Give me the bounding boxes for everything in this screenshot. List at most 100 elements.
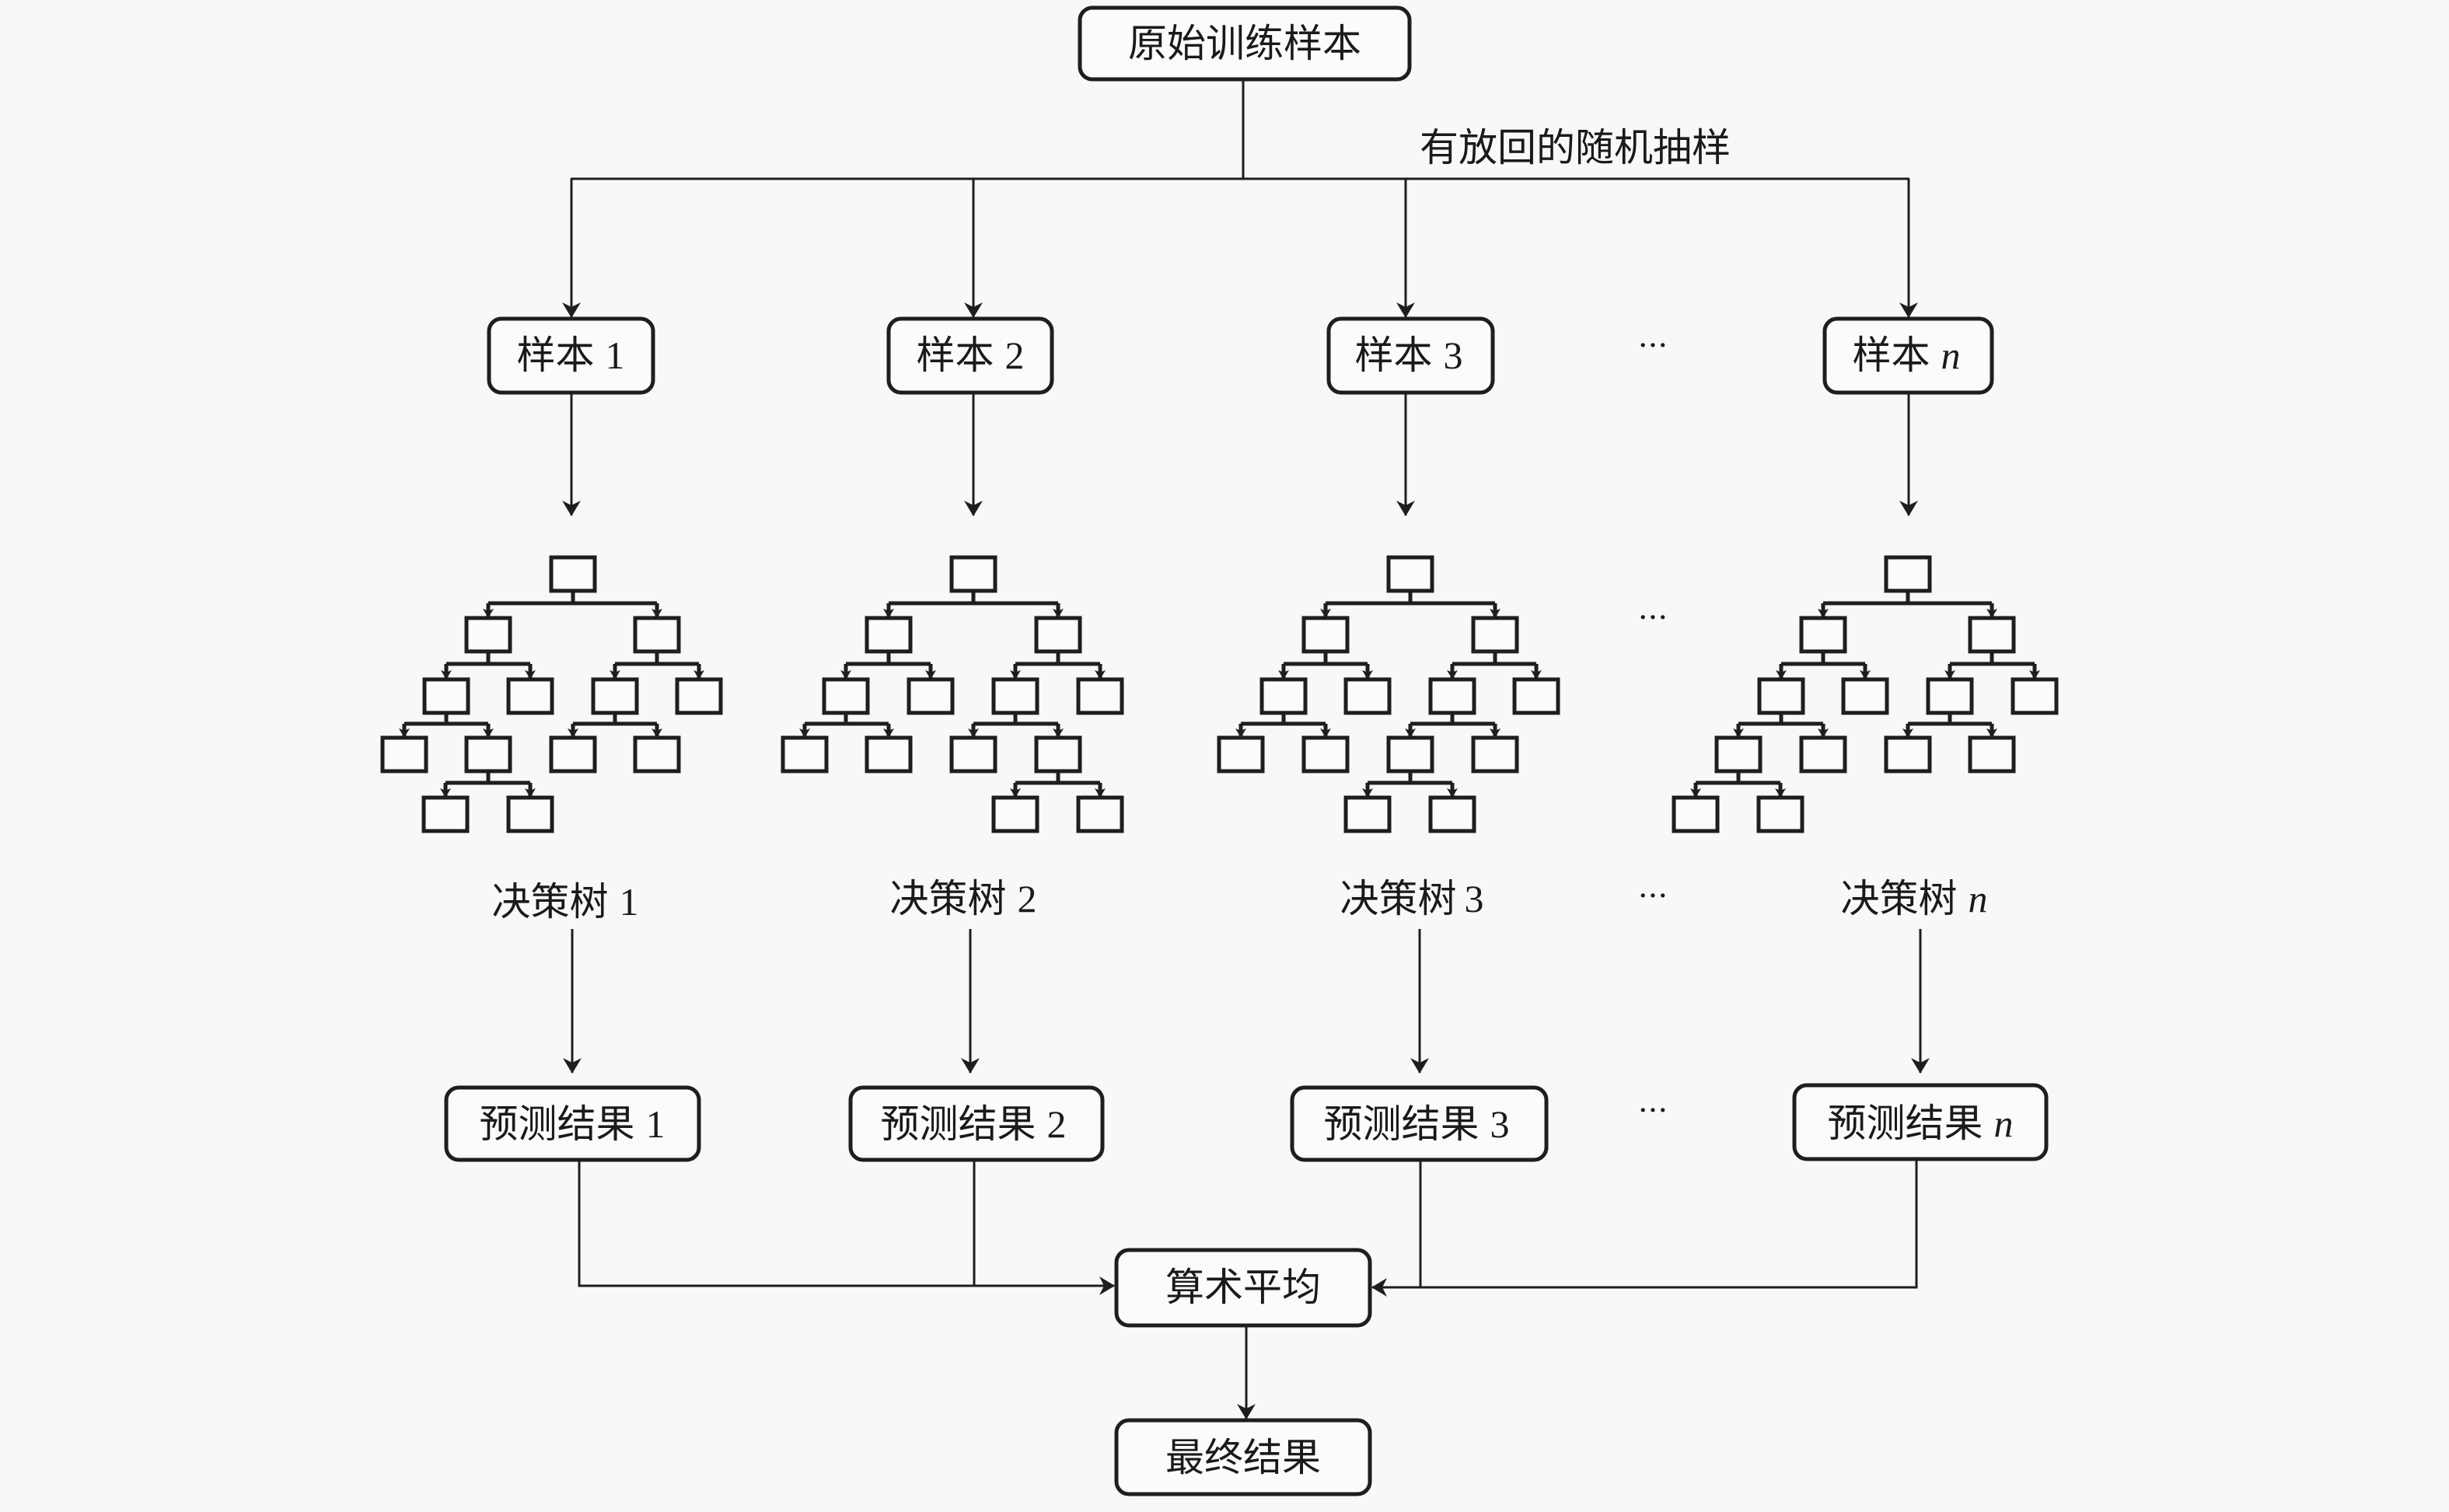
tree-node (1217, 735, 1265, 773)
aggregation-connectors (578, 1160, 1918, 1297)
tree-node (675, 677, 723, 715)
tree-node (1512, 677, 1560, 715)
sample-box (487, 316, 655, 395)
final-box (1114, 1418, 1372, 1496)
tree-node (1343, 677, 1392, 715)
tree-name: 决策树 (890, 877, 1007, 920)
sample-index: 2 (1005, 333, 1025, 377)
prediction-index: 1 (646, 1102, 666, 1146)
tree-index: 2 (1018, 877, 1037, 920)
prediction-name: 预测结果 (1828, 1102, 1983, 1145)
tree-node (1756, 795, 1804, 833)
prediction-name: 预测结果 (881, 1102, 1036, 1146)
tree-node (907, 677, 955, 715)
tree-node (549, 735, 597, 773)
final-node: 最终结果 (1114, 1418, 1372, 1496)
tree-node (1034, 735, 1082, 773)
connector-prediction-n-to-aggregate (1371, 1160, 1918, 1297)
sample-index: 3 (1444, 333, 1463, 377)
tree-node (1884, 735, 1932, 773)
tree-label-n: 决策树 n (1841, 877, 1988, 920)
tree-3 (1217, 555, 1560, 833)
connector-prediction-1-to-aggregate (578, 1160, 1115, 1295)
sample-name: 样本 (917, 333, 994, 377)
sample-name: 样本 (517, 333, 595, 377)
tree-index: n (1969, 877, 1988, 920)
tree-node (1428, 677, 1476, 715)
tree-node (1471, 735, 1519, 773)
tree-node (1714, 735, 1763, 773)
tree-node (422, 677, 470, 715)
sample-index: 1 (606, 333, 625, 377)
tree-name: 决策树 (492, 880, 609, 924)
tree-node (633, 616, 681, 654)
prediction-index: 2 (1047, 1102, 1067, 1146)
tree-node (1799, 616, 1847, 654)
tree-to-prediction-arrows (563, 929, 1930, 1074)
tree-index: 1 (620, 880, 639, 924)
tree-node (633, 735, 681, 773)
tree-node (1926, 677, 1974, 715)
ellipsis-trees: ··· (1638, 600, 1668, 636)
tree-node (1841, 677, 1889, 715)
tree-node (949, 555, 997, 593)
prediction-box (1792, 1083, 2049, 1161)
sampling-label: 有放回的随机抽样 (1420, 126, 1731, 169)
tree-node (421, 795, 470, 833)
sample-box (1326, 316, 1495, 395)
prediction-box (444, 1085, 701, 1162)
tree-node (1301, 735, 1350, 773)
tree-node (506, 677, 554, 715)
tree-index: 3 (1465, 877, 1484, 920)
prediction-box (848, 1085, 1105, 1162)
sample-index: n (1941, 333, 1961, 377)
tree-node (1301, 616, 1350, 654)
decision-trees (380, 555, 2059, 833)
tree-node (1968, 616, 2016, 654)
tree-node (380, 735, 428, 773)
tree-node (822, 677, 870, 715)
tree-name: 决策树 (1841, 877, 1958, 920)
root-box (1078, 5, 1412, 82)
tree-node (1968, 735, 2016, 773)
sampling-connectors (562, 79, 1918, 318)
aggregate-box (1114, 1248, 1372, 1328)
prediction-index: 3 (1490, 1102, 1510, 1146)
tree-node (464, 616, 512, 654)
tree-node (1386, 735, 1434, 773)
tree-node (991, 677, 1039, 715)
tree-node (1076, 677, 1124, 715)
sample-name: 样本 (1355, 333, 1433, 377)
tree-node (1799, 735, 1847, 773)
tree-node (949, 735, 997, 773)
tree-label-2: 决策树 2 (890, 877, 1037, 920)
aggregate-node: 算术平均 (1114, 1248, 1372, 1328)
ellipsis-samples: ··· (1638, 328, 1668, 364)
tree-node (1428, 795, 1476, 833)
tree-node (506, 795, 554, 833)
tree-node (865, 616, 913, 654)
prediction-name: 预测结果 (480, 1102, 635, 1146)
sample-box (1822, 316, 1994, 395)
sample-name: 样本 (1853, 333, 1930, 377)
tree-node (991, 795, 1039, 833)
root-label: 原始训练样本 (1128, 22, 1361, 65)
tree-n (1672, 555, 2059, 833)
